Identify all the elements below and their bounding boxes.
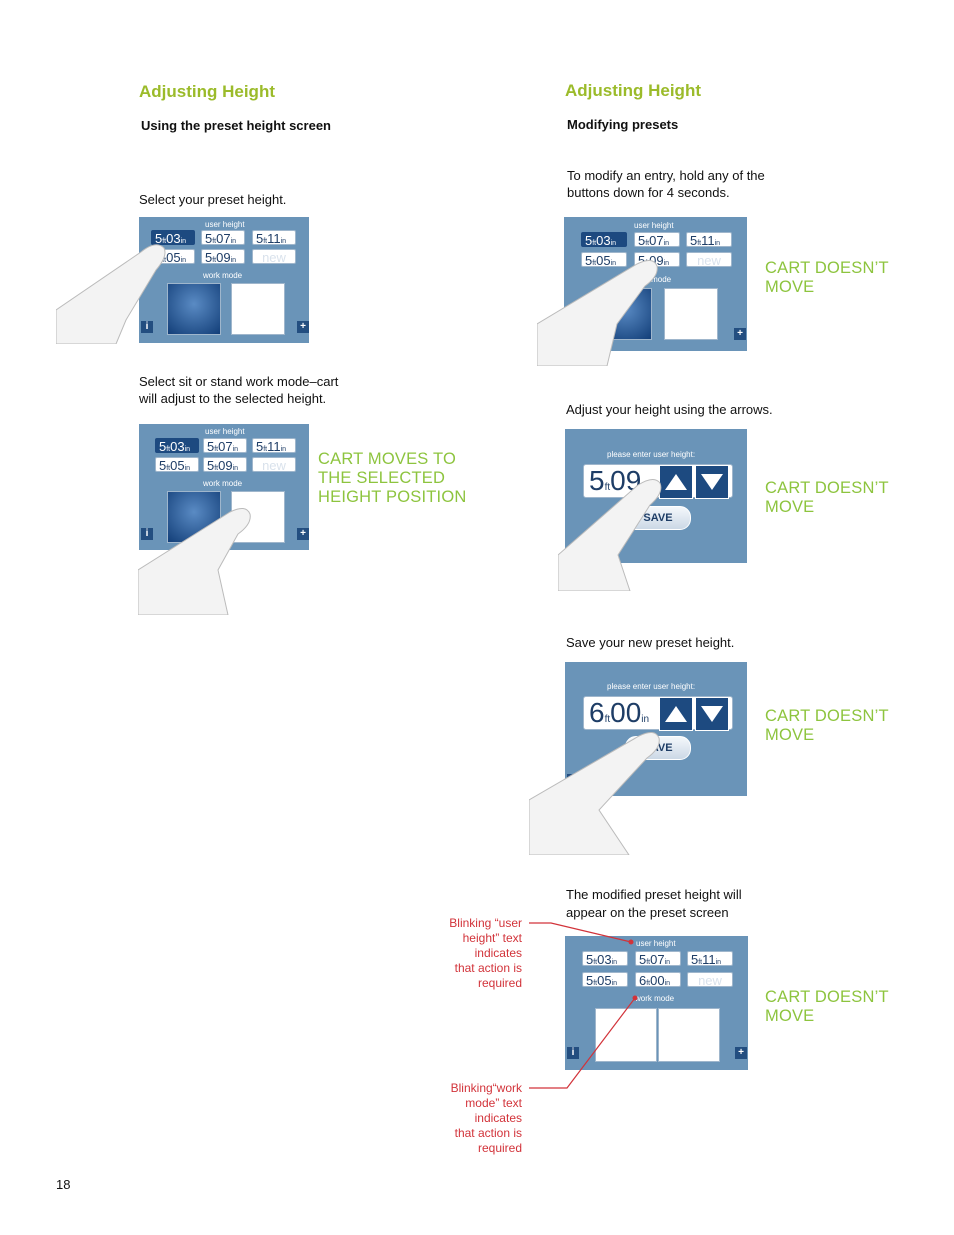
work-mode-leader-line: [529, 997, 636, 1089]
preset-button[interactable]: 5ft09in: [634, 252, 680, 267]
page-number: 18: [56, 1177, 71, 1192]
preset-screen-work-mode: user height 5ft03in 5ft07in 5ft11in 5ft0…: [139, 424, 309, 550]
left-step2-text: Select sit or stand work mode–cart will …: [139, 374, 339, 406]
sit-mode-button[interactable]: [231, 283, 285, 335]
plus-icon[interactable]: +: [297, 321, 309, 333]
annotation-leader-lines: [529, 922, 638, 1089]
preset-button[interactable]: 5ft05in: [582, 972, 628, 987]
right-step3-text: Save your new preset height.: [566, 635, 735, 650]
plus-icon[interactable]: +: [297, 528, 309, 540]
preset-screen-select: user height 5ft03in 5ft07in 5ft11in 5ft0…: [139, 217, 309, 343]
preset-button[interactable]: 5ft03in: [155, 438, 199, 453]
stand-mode-button[interactable]: [595, 1008, 657, 1062]
info-icon[interactable]: i: [141, 321, 153, 333]
enter-height-screen-save: please enter user height: 6ft00in SAVE i: [565, 662, 747, 796]
preset-button[interactable]: 5ft05in: [151, 249, 195, 264]
work-mode-label: work mode: [203, 271, 243, 280]
new-preset-button[interactable]: new: [687, 972, 733, 987]
right-step2-text: Adjust your height using the arrows.: [566, 402, 773, 417]
new-preset-button[interactable]: new: [252, 457, 296, 472]
up-arrow-button[interactable]: [659, 697, 693, 731]
preset-button[interactable]: 5ft07in: [635, 951, 681, 966]
user-height-label: user height: [634, 221, 674, 230]
user-height-label: user height: [205, 220, 245, 229]
user-height-label: user height: [636, 939, 676, 948]
preset-button[interactable]: 5ft03in: [582, 951, 628, 966]
preset-button[interactable]: 5ft03in: [151, 230, 195, 245]
sit-mode-button[interactable]: [658, 1008, 720, 1062]
save-button[interactable]: SAVE: [625, 506, 691, 530]
left-step1-text: Select your preset height.: [139, 192, 287, 207]
right-callout-4: CART DOESN’T MOVE: [765, 988, 889, 1025]
preset-button[interactable]: 5ft11in: [252, 438, 296, 453]
info-icon[interactable]: i: [141, 528, 153, 540]
save-button[interactable]: SAVE: [625, 736, 691, 760]
preset-button[interactable]: 5ft05in: [155, 457, 199, 472]
sit-mode-button[interactable]: [664, 288, 718, 340]
preset-button[interactable]: 5ft11in: [687, 951, 733, 966]
preset-button[interactable]: 5ft07in: [201, 230, 245, 245]
preset-button[interactable]: 5ft09in: [201, 249, 245, 264]
preset-button[interactable]: 5ft05in: [581, 252, 627, 267]
preset-button[interactable]: 5ft07in: [634, 232, 680, 247]
stand-mode-button[interactable]: [598, 288, 652, 340]
work-mode-label: work mode: [203, 479, 243, 488]
user-height-leader-dot: [628, 939, 634, 945]
right-heading: Adjusting Height: [565, 81, 701, 100]
enter-height-label: please enter user height:: [607, 682, 696, 691]
stand-mode-button[interactable]: [167, 491, 221, 543]
new-preset-button[interactable]: new: [252, 249, 296, 264]
enter-height-label: please enter user height:: [607, 450, 696, 459]
plus-icon[interactable]: +: [734, 328, 746, 340]
preset-button[interactable]: 5ft09in: [203, 457, 247, 472]
down-arrow-button[interactable]: [695, 465, 729, 499]
preset-screen-hold: user height 5ft03in 5ft07in 5ft11in 5ft0…: [564, 217, 747, 351]
modified-preset-button[interactable]: 6ft00in: [635, 972, 681, 987]
new-preset-button[interactable]: new: [686, 252, 732, 267]
enter-height-screen-adjust: please enter user height: 5ft09in SAVE: [565, 429, 747, 563]
right-step1-text: To modify an entry, hold any of the butt…: [567, 168, 765, 200]
user-height-label: user height: [205, 427, 245, 436]
up-arrow-button[interactable]: [659, 465, 693, 499]
work-mode-leader-dot: [632, 995, 638, 1001]
preset-button[interactable]: 5ft11in: [686, 232, 732, 247]
left-heading: Adjusting Height: [139, 82, 275, 101]
preset-button[interactable]: 5ft07in: [203, 438, 247, 453]
user-height-leader-line: [529, 922, 632, 943]
stand-mode-button[interactable]: [167, 283, 221, 335]
right-subheading: Modifying presets: [567, 117, 679, 132]
preset-button[interactable]: 5ft11in: [252, 230, 296, 245]
right-step4-text: The modified preset height will appear o…: [566, 887, 742, 920]
right-callout-1: CART DOESN’T MOVE: [765, 259, 889, 296]
right-callout-2: CART DOESN’T MOVE: [765, 479, 889, 516]
right-callout-3: CART DOESN’T MOVE: [765, 707, 889, 744]
info-icon[interactable]: i: [567, 1047, 579, 1059]
left-callout: CART MOVES TO THE SELECTED HEIGHT POSITI…: [318, 450, 467, 506]
left-subheading: Using the preset height screen: [141, 118, 331, 133]
work-mode-label: work mode: [632, 275, 672, 284]
down-arrow-button[interactable]: [695, 697, 729, 731]
preset-button[interactable]: 5ft03in: [581, 232, 627, 247]
work-mode-label: work mode: [635, 994, 675, 1003]
preset-screen-modified: user height 5ft03in 5ft07in 5ft11in 5ft0…: [565, 936, 748, 1070]
plus-icon[interactable]: +: [735, 1047, 747, 1059]
sit-mode-button[interactable]: [231, 491, 285, 543]
info-icon[interactable]: i: [567, 774, 579, 786]
note-work-mode: Blinking“work mode” text indicates that …: [450, 1081, 522, 1155]
note-user-height: Blinking “user height” text indicates th…: [449, 916, 522, 990]
